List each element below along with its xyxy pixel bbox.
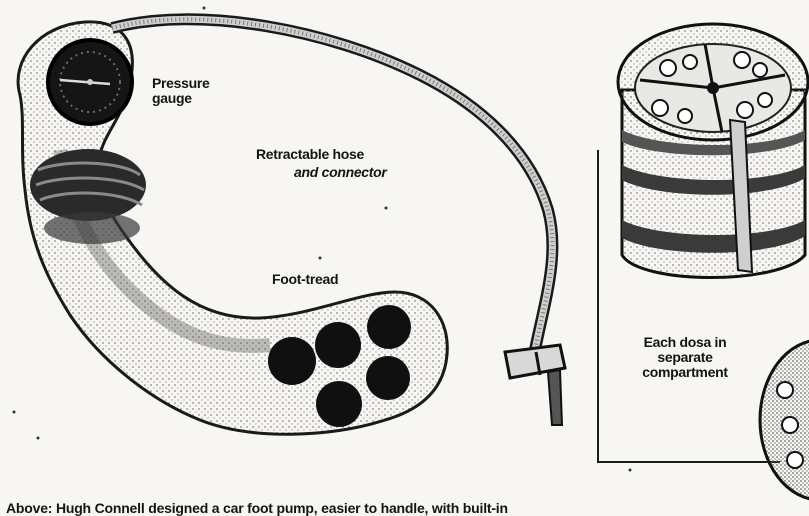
- dosa-container-partial: [760, 340, 809, 500]
- foot-tread-label: Foot-tread: [272, 272, 338, 287]
- caption: Above: Hugh Connell designed a car foot …: [6, 500, 806, 516]
- foot-pump: [18, 22, 447, 434]
- hose-connector: [505, 345, 565, 425]
- pressure-gauge-label: Pressure gauge: [152, 76, 210, 106]
- hose-label-line2: and connector: [294, 165, 387, 180]
- hose-label-line1: Retractable hose: [256, 147, 364, 162]
- dosa-label: Each dosa in separate compartment: [625, 335, 745, 380]
- ribbed-grip: [30, 149, 146, 244]
